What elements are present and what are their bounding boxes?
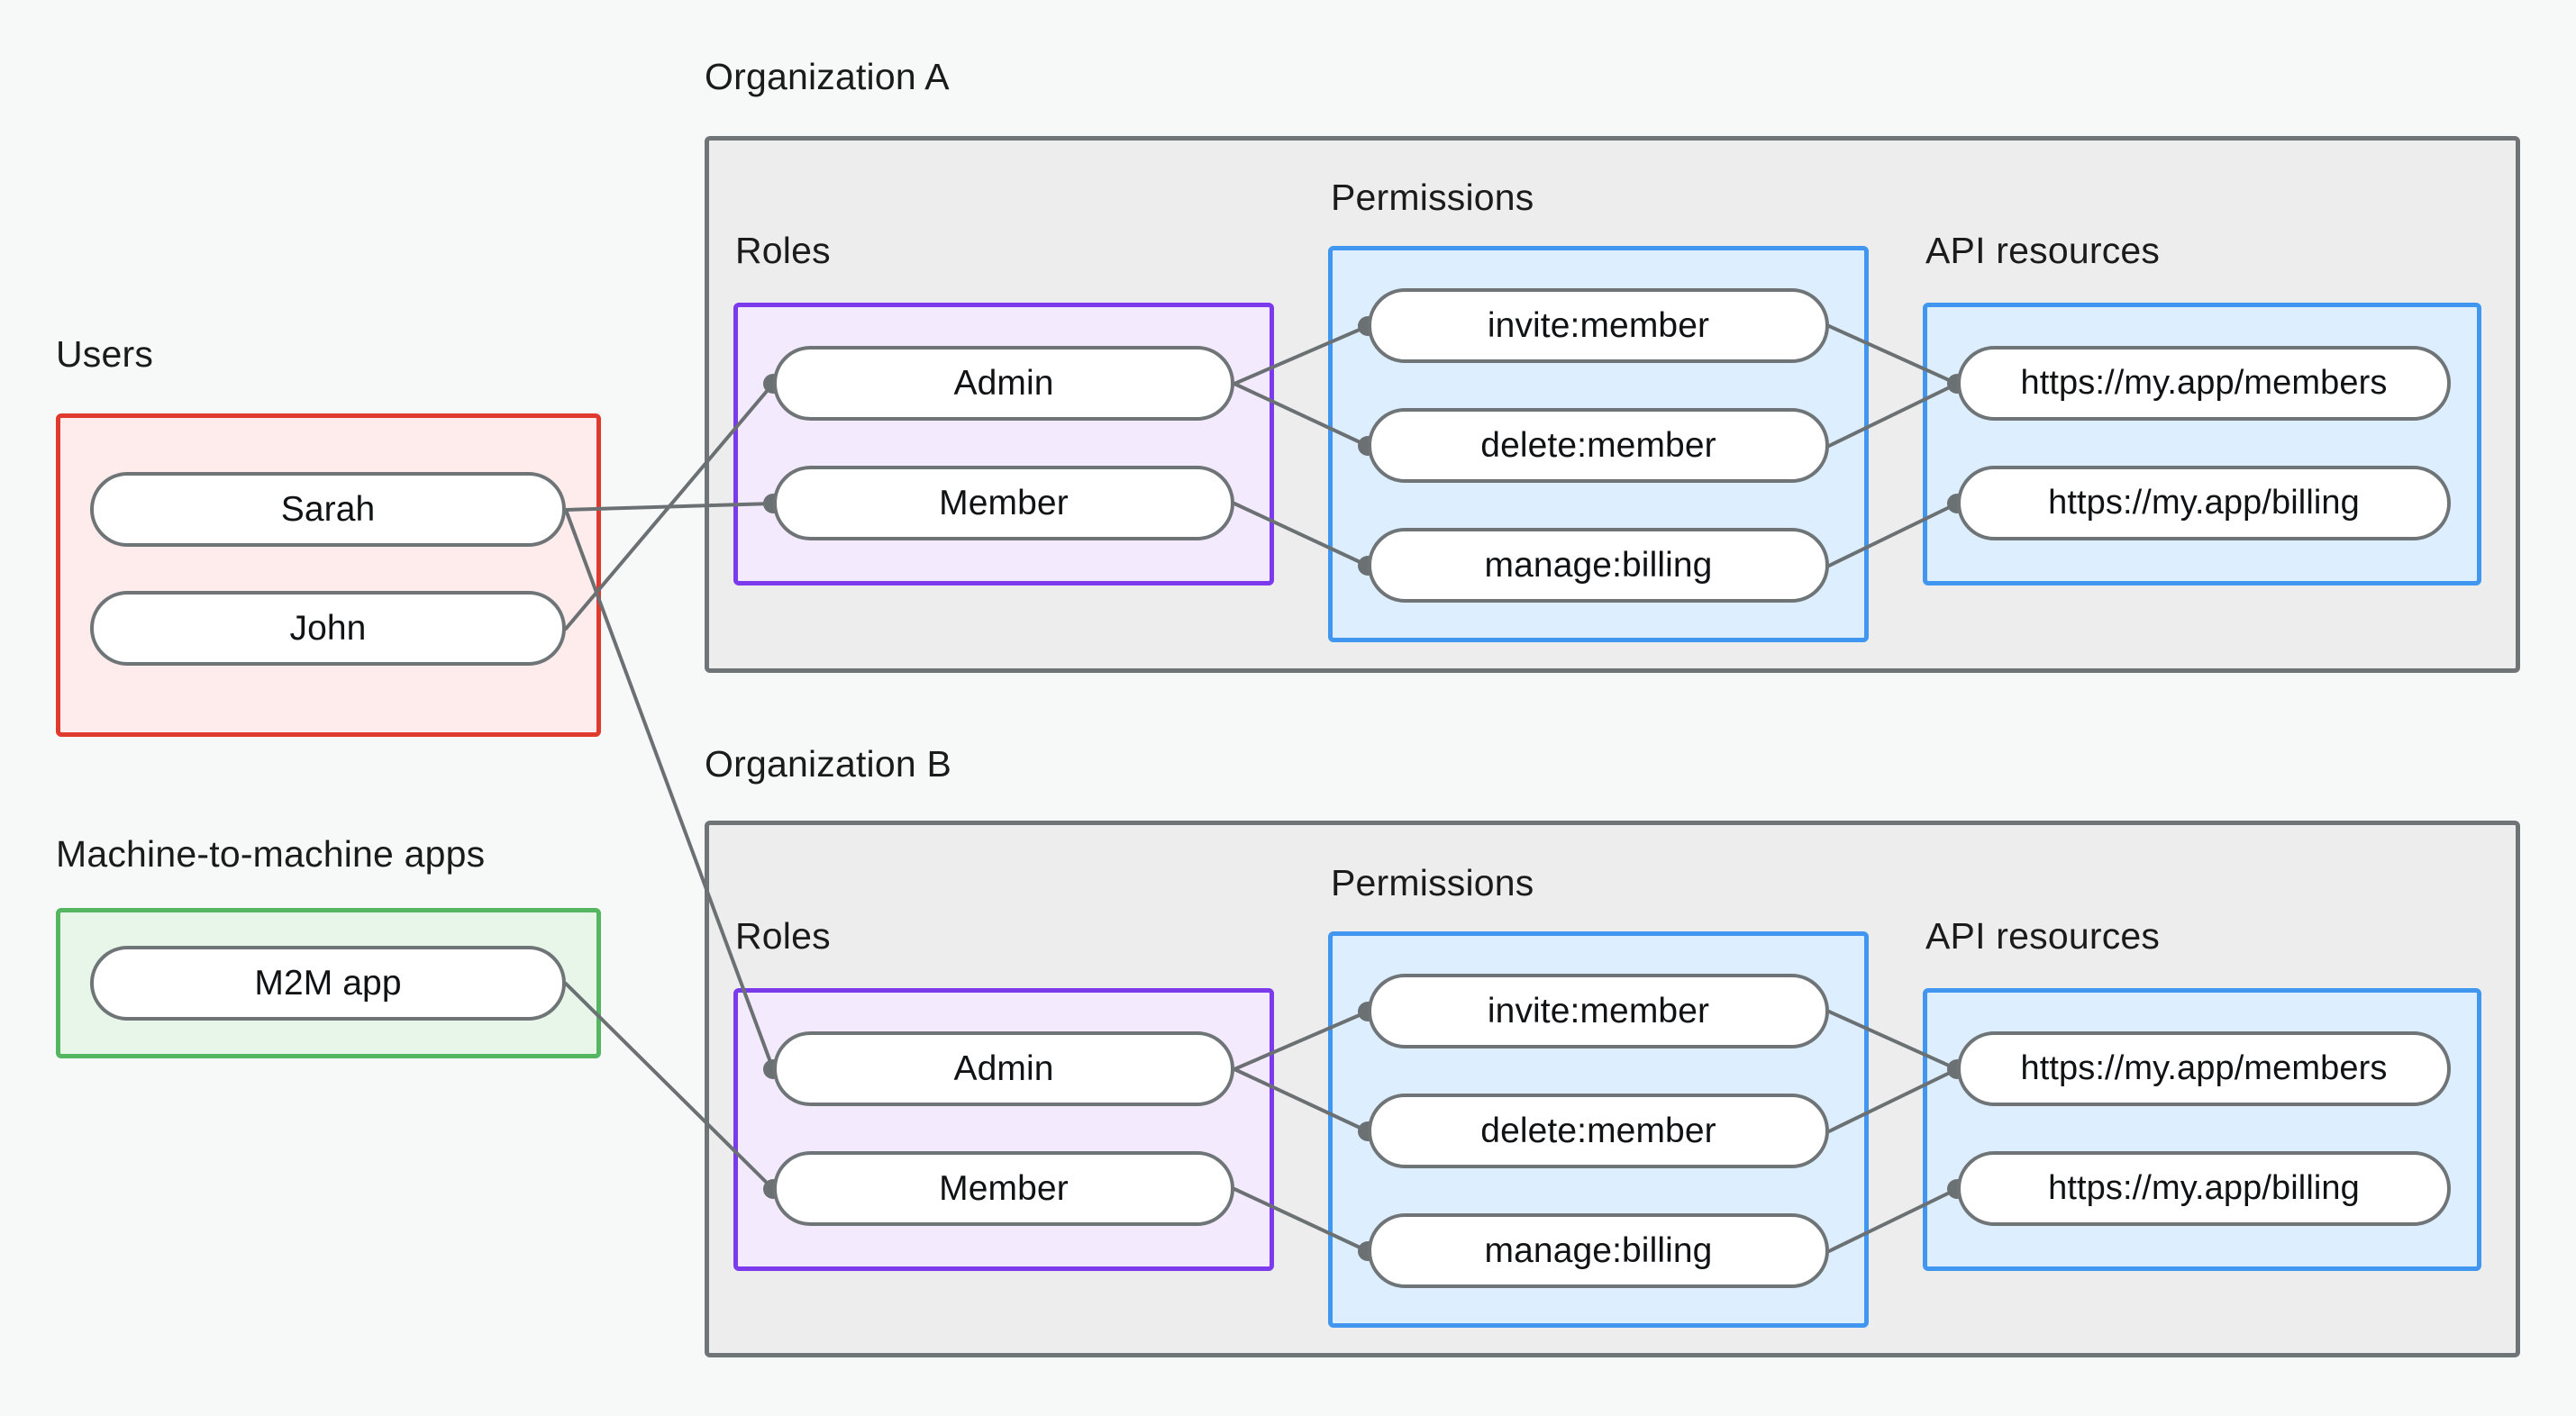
users-group-label: Users [56,333,154,375]
org-a-role-admin[interactable]: Admin [773,346,1234,421]
org-b-permission-manage-billing[interactable]: manage:billing [1368,1213,1829,1288]
org-b-permission-delete-member[interactable]: delete:member [1368,1094,1829,1168]
org-b-permissions-label: Permissions [1331,862,1534,903]
user-john[interactable]: John [90,591,566,666]
org-b-roles-label: Roles [735,915,831,957]
m2m-app-node[interactable]: M2M app [90,946,566,1021]
user-sarah[interactable]: Sarah [90,472,566,547]
org-b-label: Organization B [705,743,952,785]
org-a-label: Organization A [705,56,950,97]
org-a-role-member[interactable]: Member [773,466,1234,540]
m2m-group-label: Machine-to-machine apps [56,833,486,875]
org-b-permission-invite-member[interactable]: invite:member [1368,974,1829,1048]
org-a-roles-label: Roles [735,230,831,271]
org-a-permission-manage-billing[interactable]: manage:billing [1368,528,1829,603]
org-a-api-billing[interactable]: https://my.app/billing [1957,466,2451,540]
org-a-api-members[interactable]: https://my.app/members [1957,346,2451,421]
org-b-role-member[interactable]: Member [773,1151,1234,1226]
org-b-api-billing[interactable]: https://my.app/billing [1957,1151,2451,1226]
org-a-permission-invite-member[interactable]: invite:member [1368,288,1829,363]
users-panel [56,413,601,737]
org-b-role-admin[interactable]: Admin [773,1031,1234,1106]
org-b-api-members[interactable]: https://my.app/members [1957,1031,2451,1106]
org-a-permissions-label: Permissions [1331,177,1534,218]
org-b-api-label: API resources [1925,915,2161,957]
org-a-permission-delete-member[interactable]: delete:member [1368,408,1829,483]
org-a-api-label: API resources [1925,230,2161,271]
